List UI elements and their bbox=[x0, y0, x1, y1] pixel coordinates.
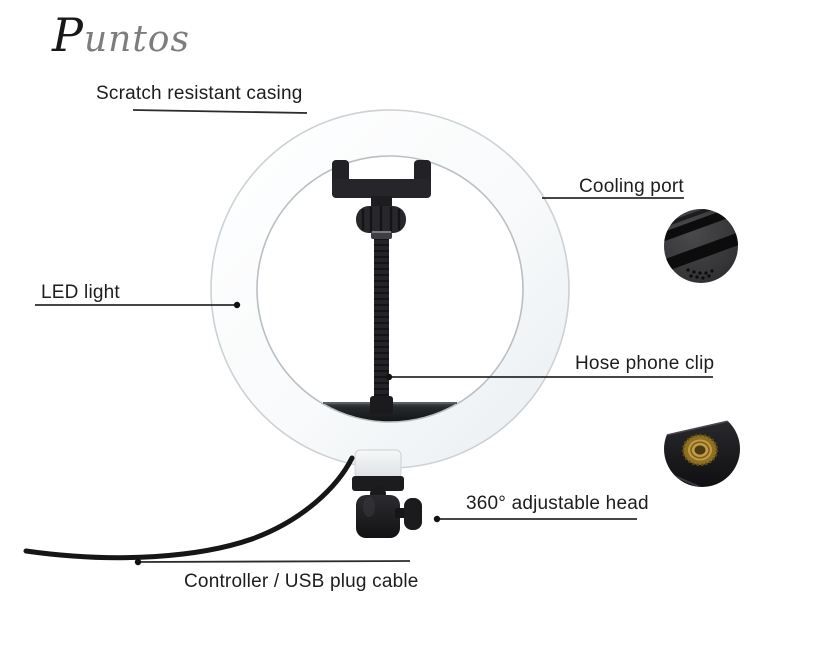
callout-cooling-port: Cooling port bbox=[579, 176, 684, 197]
callout-led-light: LED light bbox=[41, 282, 120, 303]
casing-leader-line bbox=[132, 109, 308, 114]
led-light-leader-dot bbox=[233, 301, 241, 309]
callout-controller-usb-cable: Controller / USB plug cable bbox=[184, 571, 419, 592]
tripod-screw-hole bbox=[681, 433, 719, 467]
hose-clip-leader-dot bbox=[385, 373, 393, 381]
callout-scratch-resistant-casing: Scratch resistant casing bbox=[96, 83, 303, 104]
brand-logo: Puntos bbox=[52, 8, 190, 62]
ball-head-mount bbox=[352, 449, 422, 538]
gooseneck-arm bbox=[370, 228, 393, 414]
callout-hose-phone-clip: Hose phone clip bbox=[575, 353, 715, 374]
callout-360-adjustable-head: 360° adjustable head bbox=[466, 493, 649, 514]
leader-lines bbox=[35, 109, 713, 563]
cooling-port-closeup-photo bbox=[664, 209, 738, 283]
adjustable-head-leader-dot bbox=[433, 515, 441, 523]
controller-cable-leader-line bbox=[137, 560, 411, 563]
leader-dots bbox=[134, 301, 441, 566]
controller-cable-leader-dot bbox=[134, 558, 142, 566]
phone-clip bbox=[332, 160, 431, 239]
usb-cable bbox=[23, 455, 355, 561]
adjustable-head-closeup-photo bbox=[664, 417, 740, 487]
